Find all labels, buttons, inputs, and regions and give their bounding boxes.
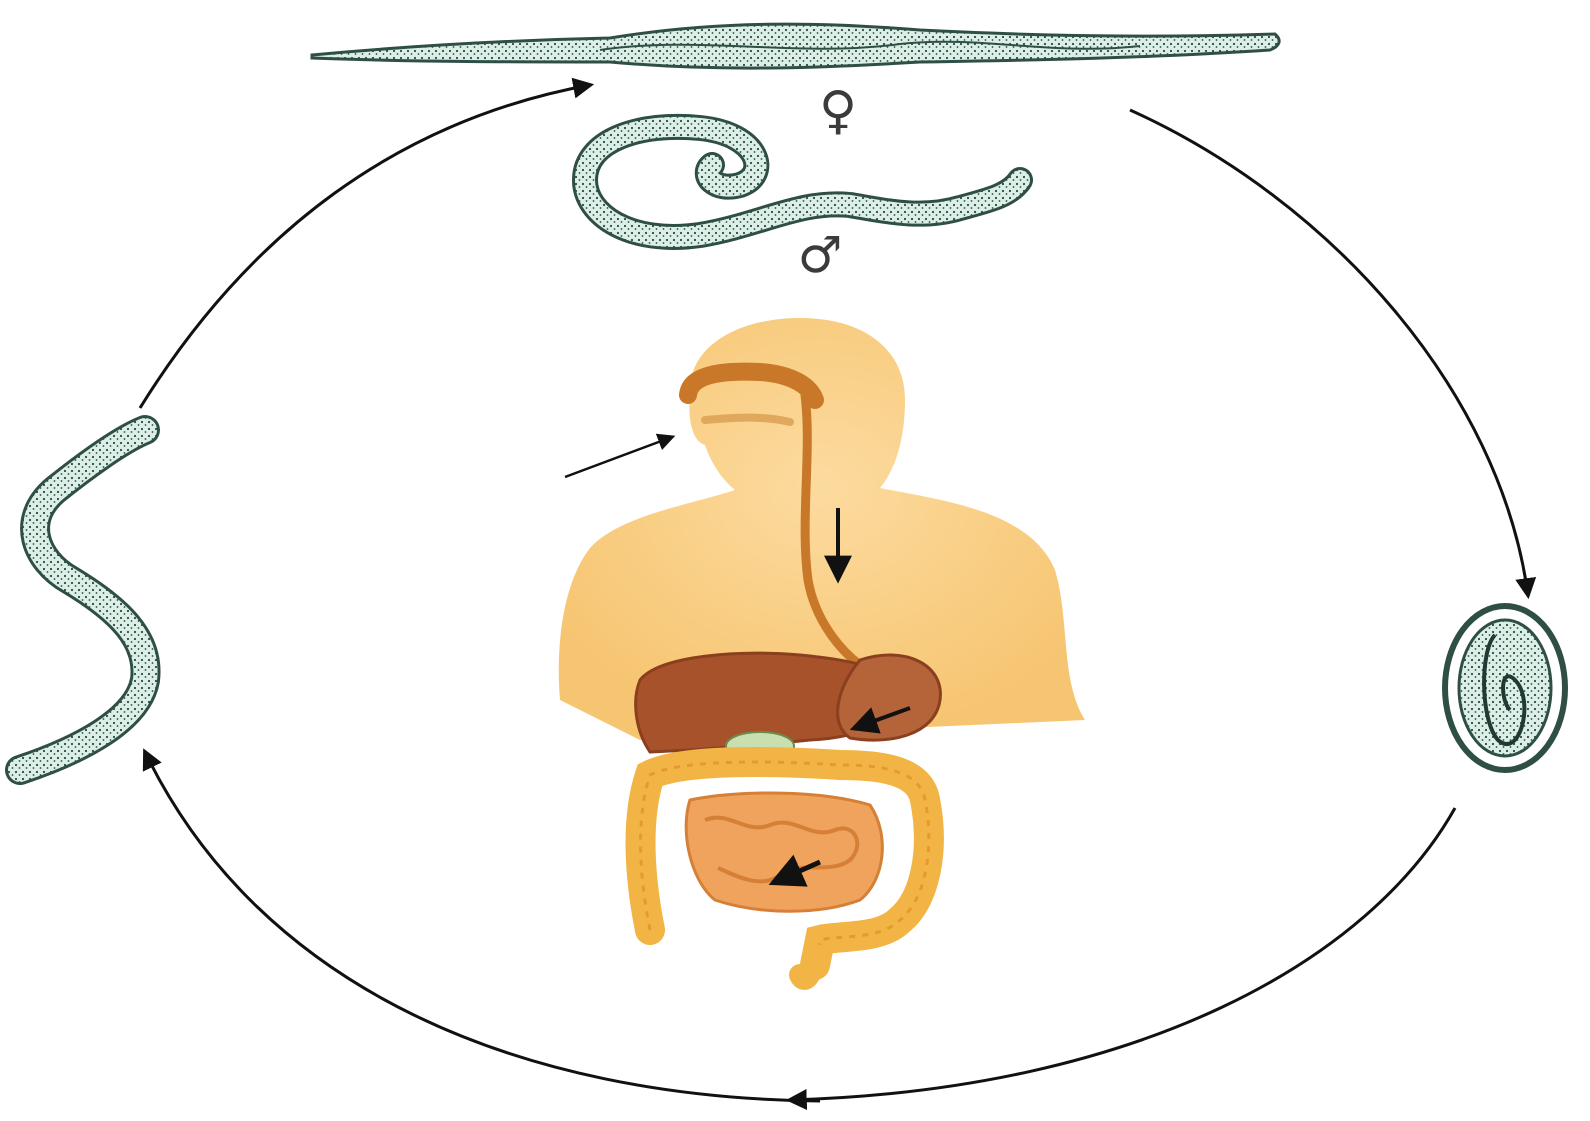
male-worm (585, 127, 1020, 237)
small-intestine (686, 793, 882, 911)
human-figure (559, 318, 1085, 979)
arrow-egg-to-bottom (790, 808, 1455, 1100)
female-worm (312, 24, 1279, 68)
arrow-female-to-egg (1130, 110, 1528, 595)
arrow-ingestion (565, 437, 672, 477)
stomach (838, 655, 941, 740)
female-symbol: ♀ (819, 81, 857, 141)
egg (1445, 606, 1565, 770)
male-symbol: ♂ (798, 226, 843, 284)
larva-worm (20, 430, 146, 770)
arrow-larva-to-female (140, 85, 590, 408)
